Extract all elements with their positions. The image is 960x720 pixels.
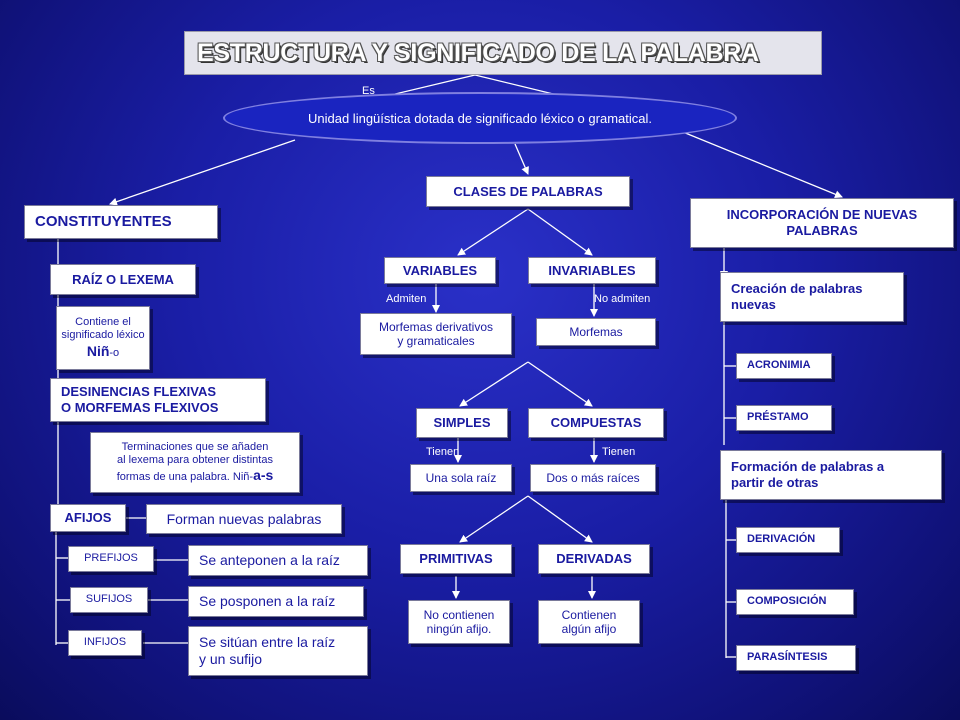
definition-ellipse: Unidad lingüística dotada de significado… — [223, 92, 737, 144]
no-contienen-line1: No contienen — [423, 607, 495, 622]
definition-text: Unidad lingüística dotada de significado… — [308, 110, 652, 126]
contienen-line2: algún afijo — [561, 622, 617, 636]
invariables-label: INVARIABLES — [548, 262, 636, 278]
desinencias-line1: DESINENCIAS FLEXIVAS — [61, 384, 217, 400]
infijos-desc-line1: Se sitúan entre la raíz — [199, 634, 336, 651]
compuestas-label: COMPUESTAS — [550, 415, 642, 431]
composicion-label: COMPOSICIÓN — [747, 595, 827, 608]
derivadas-box: DERIVADAS — [538, 544, 650, 574]
constituyentes-label: CONSTITUYENTES — [35, 213, 172, 230]
no-contienen-box: No contienen ningún afijo. — [408, 600, 510, 644]
raiz-box: RAÍZ O LEXEMA — [50, 264, 196, 295]
una-raiz-label: Una sola raíz — [425, 470, 497, 485]
raiz-example: Niñ-o — [87, 343, 119, 360]
prestamo-box: PRÉSTAMO — [736, 405, 832, 431]
terminaciones-box: Terminaciones que se añaden al lexema pa… — [90, 432, 300, 493]
constituyentes-box: CONSTITUYENTES — [24, 205, 218, 239]
primitivas-label: PRIMITIVAS — [419, 551, 493, 567]
afijos-box: AFIJOS — [50, 504, 126, 532]
derivacion-label: DERIVACIÓN — [747, 533, 816, 546]
compuestas-box: COMPUESTAS — [528, 408, 664, 438]
dos-raices-label: Dos o más raíces — [546, 470, 640, 485]
formacion-box: Formación de palabras a partir de otras — [720, 450, 942, 500]
sufijos-box: SUFIJOS — [70, 587, 148, 613]
desinencias-box: DESINENCIAS FLEXIVAS O MORFEMAS FLEXIVOS — [50, 378, 266, 422]
formacion-line2: partir de otras — [731, 475, 819, 490]
tienen-label-1: Tienen — [426, 446, 460, 458]
parasintesis-label: PARASÍNTESIS — [747, 651, 828, 664]
simples-box: SIMPLES — [416, 408, 508, 438]
sufijos-desc: Se posponen a la raíz — [199, 593, 336, 610]
primitivas-box: PRIMITIVAS — [400, 544, 512, 574]
infijos-desc-line2: y un sufijo — [199, 651, 263, 667]
clases-label: CLASES DE PALABRAS — [453, 183, 603, 199]
raiz-desc-line2: significado léxico — [61, 329, 145, 342]
terminaciones-line2: al lexema para obtener distintas — [117, 453, 273, 466]
prestamo-label: PRÉSTAMO — [747, 411, 809, 424]
acronimia-label: ACRONIMIA — [747, 359, 811, 372]
prefijos-desc-box: Se anteponen a la raíz — [188, 545, 368, 576]
desinencias-line2: O MORFEMAS FLEXIVOS — [61, 400, 219, 415]
page-title: ESTRUCTURA Y SIGNIFICADO DE LA PALABRA — [184, 31, 822, 75]
admiten-label: Admiten — [386, 293, 427, 305]
variables-label: VARIABLES — [402, 262, 478, 278]
raiz-label: RAÍZ O LEXEMA — [72, 271, 174, 287]
morfemas-deriv-line2: y gramaticales — [397, 334, 475, 348]
incorporacion-line1: INCORPORACIÓN DE NUEVAS — [726, 207, 918, 223]
raiz-desc-line1: Contiene el — [75, 316, 131, 329]
terminaciones-line1: Terminaciones que se añaden — [121, 440, 269, 453]
dos-raices-box: Dos o más raíces — [530, 464, 656, 492]
incorporacion-line2: PALABRAS — [786, 223, 858, 238]
acronimia-box: ACRONIMIA — [736, 353, 832, 379]
formacion-line1: Formación de palabras a — [731, 459, 885, 475]
contienen-box: Contienen algún afijo — [538, 600, 640, 644]
terminaciones-line3: formas de una palabra. Niñ- — [116, 471, 254, 484]
afijos-desc: Forman nuevas palabras — [166, 510, 322, 527]
morfemas-deriv-box: Morfemas derivativos y gramaticales — [360, 313, 512, 355]
infijos-box: INFIJOS — [68, 630, 142, 656]
creacion-box: Creación de palabras nuevas — [720, 272, 904, 322]
derivadas-label: DERIVADAS — [556, 551, 632, 567]
morfemas-box: Morfemas — [536, 318, 656, 346]
raiz-example-suffix: -o — [109, 346, 120, 359]
afijos-desc-box: Forman nuevas palabras — [146, 504, 342, 534]
variables-box: VARIABLES — [384, 257, 496, 284]
terminaciones-example: a-s — [253, 467, 274, 484]
clases-box: CLASES DE PALABRAS — [426, 176, 630, 207]
no-admiten-label: No admiten — [594, 293, 651, 305]
prefijos-box: PREFIJOS — [68, 546, 154, 572]
invariables-box: INVARIABLES — [528, 257, 656, 284]
parasintesis-box: PARASÍNTESIS — [736, 645, 856, 671]
prefijos-label: PREFIJOS — [84, 552, 138, 565]
prefijos-desc: Se anteponen a la raíz — [199, 552, 340, 569]
incorporacion-box: INCORPORACIÓN DE NUEVAS PALABRAS — [690, 198, 954, 248]
infijos-desc-box: Se sitúan entre la raíz y un sufijo — [188, 626, 368, 676]
morfemas-deriv-line1: Morfemas derivativos — [378, 319, 494, 334]
terminaciones-line3-wrap: formas de una palabra. Niñ-a-s — [117, 467, 274, 484]
sufijos-label: SUFIJOS — [85, 593, 133, 606]
raiz-example-main: Niñ — [86, 342, 110, 359]
creacion-line1: Creación de palabras — [731, 281, 863, 297]
raiz-desc-box: Contiene el significado léxico Niñ-o — [56, 306, 150, 370]
tienen-label-2: Tienen — [602, 446, 636, 458]
morfemas-label: Morfemas — [569, 324, 623, 339]
composicion-box: COMPOSICIÓN — [736, 589, 854, 615]
contienen-line1: Contienen — [561, 607, 617, 622]
simples-label: SIMPLES — [433, 415, 491, 431]
creacion-line2: nuevas — [731, 297, 776, 312]
derivacion-box: DERIVACIÓN — [736, 527, 840, 553]
infijos-label: INFIJOS — [83, 636, 127, 649]
sufijos-desc-box: Se posponen a la raíz — [188, 586, 364, 617]
afijos-label: AFIJOS — [64, 510, 112, 526]
una-raiz-box: Una sola raíz — [410, 464, 512, 492]
no-contienen-line2: ningún afijo. — [426, 622, 492, 636]
